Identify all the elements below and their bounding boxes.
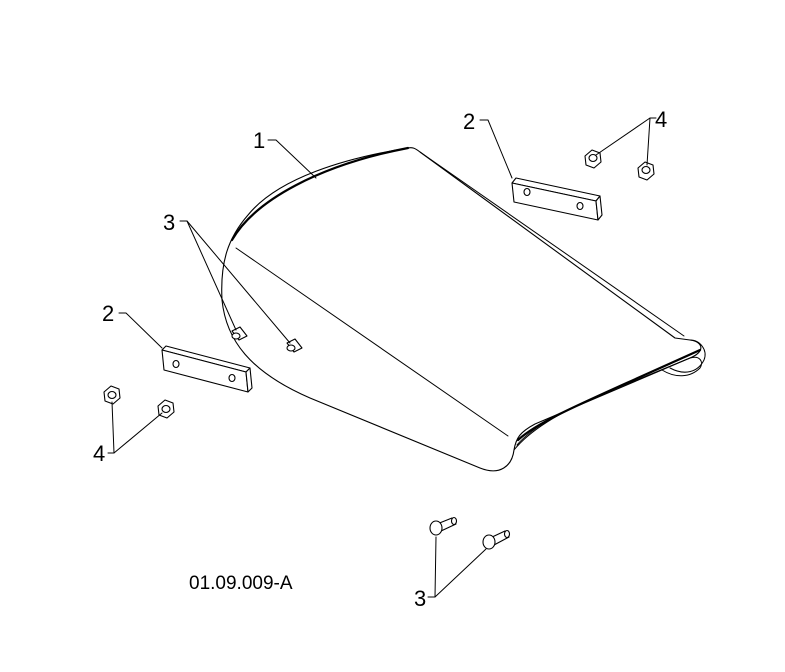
callout-1: 1	[253, 128, 265, 153]
bracket-upper-right	[511, 177, 603, 221]
nut-upper-right	[637, 161, 655, 181]
cover-bolt-right	[286, 338, 303, 353]
callout-3-bottom: 3	[414, 586, 426, 611]
seat-cover-part	[221, 146, 706, 472]
nut-left-upper	[103, 385, 121, 405]
callout-4-upper: 4	[655, 107, 667, 132]
leader-lines	[107, 117, 657, 598]
callout-3-upper: 3	[163, 210, 175, 235]
callout-2-left: 2	[102, 301, 114, 326]
bracket-left	[161, 345, 253, 393]
diagram-reference-code: 01.09.009-A	[189, 573, 293, 594]
callout-4-left: 4	[93, 441, 105, 466]
nut-left-lower	[157, 399, 175, 419]
bolt-bottom-left	[429, 516, 458, 536]
callout-2-upper: 2	[463, 109, 475, 134]
bolt-bottom-right	[482, 529, 511, 550]
